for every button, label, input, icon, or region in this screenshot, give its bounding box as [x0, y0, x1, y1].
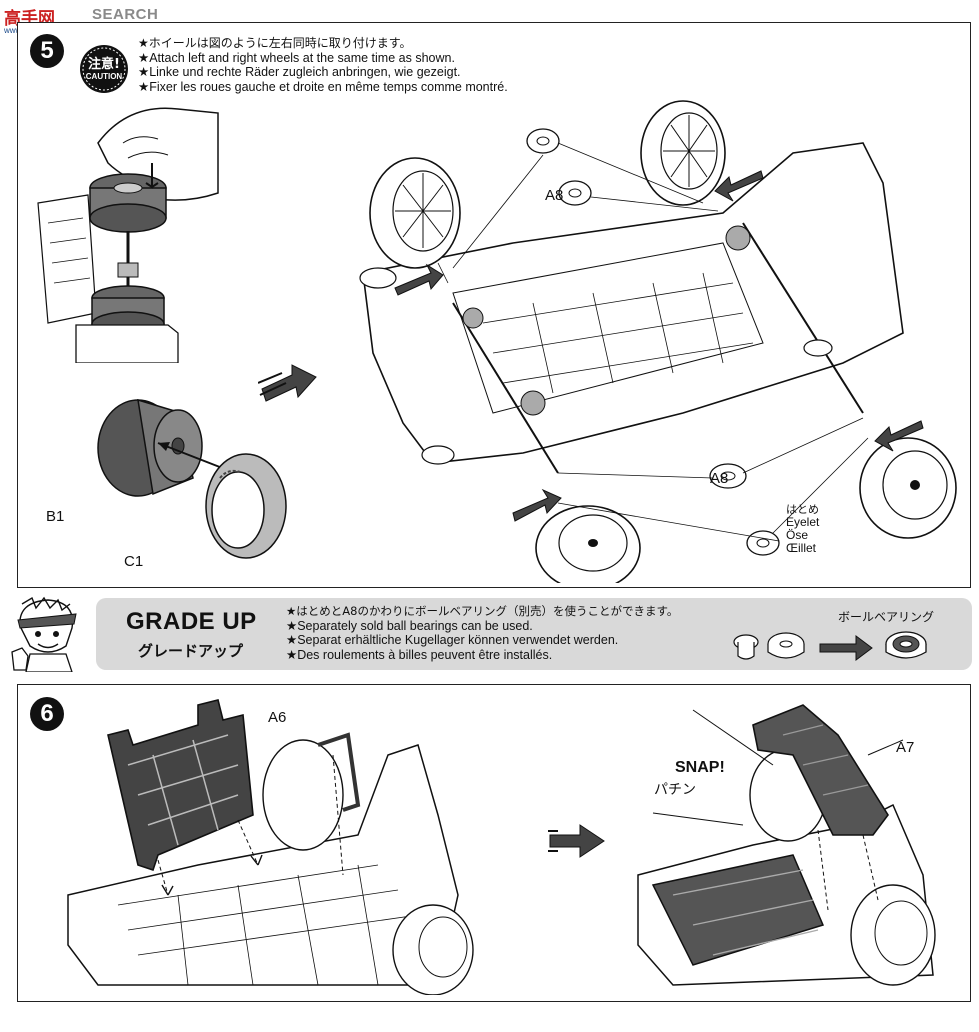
grade-up-instruction-de: ★Separat erhältliche Kugellager können v…	[286, 633, 619, 647]
label-a8-bottom: A8	[710, 470, 729, 487]
step5-instruction-jp: ★ホイールは図のように左右同時に取り付けます。	[138, 36, 412, 50]
a7-installation-illustration	[637, 704, 936, 986]
grade-up-instructions: ★はとめとA8のかわりにボールベアリング（別売）を使うことができます。 ★Sep…	[286, 604, 678, 662]
label-c1: C1	[124, 553, 144, 570]
caution-badge-shape	[80, 45, 128, 93]
step5-number: 5	[30, 34, 64, 68]
grade-up-instruction-jp: ★はとめとA8のかわりにボールベアリング（別売）を使うことができます。	[286, 604, 679, 618]
step5-direction-arrow	[258, 364, 317, 402]
caution-badge: 注意! CAUTION	[78, 43, 130, 95]
step5-panel: 5 注意! CAUTION ★ホイールは図のように左右同時に取り付けます。 ★A…	[17, 22, 971, 588]
watermark-search: SEARCH	[92, 6, 159, 23]
ball-bearing-comparison-illustration	[733, 631, 927, 661]
caution-jp: 注意!	[88, 57, 120, 72]
grade-up-title: GRADE UP	[126, 608, 257, 635]
label-snap-jp: パチン	[654, 782, 696, 798]
grade-up-box: GRADE UP グレードアップ ★はとめとA8のかわりにボールベアリング（別売…	[96, 598, 972, 670]
label-a7: A7	[896, 739, 915, 756]
step5-instruction-en: ★Attach left and right wheels at the sam…	[138, 50, 455, 65]
step6-panel: 6 A6	[17, 684, 971, 1002]
wheel-tire-illustration	[97, 398, 287, 559]
eyelet-jp: はとめ	[786, 503, 819, 516]
chassis-wheel-assembly-illustration	[359, 100, 957, 583]
label-snap: SNAP!	[675, 759, 725, 776]
grade-up-title-jp: グレードアップ	[138, 642, 244, 660]
eyelet-en: Eyelet	[786, 515, 820, 529]
step5-instructions: ★ホイールは図のように左右同時に取り付けます。 ★Attach left and…	[138, 36, 508, 94]
label-b1: B1	[46, 508, 65, 525]
step6-number: 6	[30, 697, 64, 731]
grade-up-instruction-en: ★Separately sold ball bearings can be us…	[286, 618, 533, 633]
caution-en: CAUTION	[85, 72, 123, 81]
eyelet-de: Öse	[786, 528, 809, 542]
grade-up-section: GRADE UP グレードアップ ★はとめとA8のかわりにボールベアリング（別売…	[0, 594, 979, 674]
ball-bearing-label: ボールベアリング	[838, 610, 935, 624]
a6-installation-illustration	[67, 699, 474, 995]
boy-mascot-icon	[11, 596, 77, 672]
step6-direction-arrow	[548, 824, 605, 858]
hand-assembly-illustration	[37, 107, 219, 363]
eyelet-fr: Œillet	[786, 541, 817, 555]
step5-instruction-fr: ★Fixer les roues gauche et droite en mêm…	[138, 79, 508, 94]
eyelet-label-group: はとめ Eyelet Öse Œillet	[786, 503, 819, 555]
label-a6: A6	[268, 709, 287, 726]
label-a8-top: A8	[545, 187, 564, 204]
step5-instruction-de: ★Linke und rechte Räder zugleich anbring…	[138, 65, 461, 79]
grade-up-instruction-fr: ★Des roulements à billes peuvent être in…	[286, 647, 553, 662]
